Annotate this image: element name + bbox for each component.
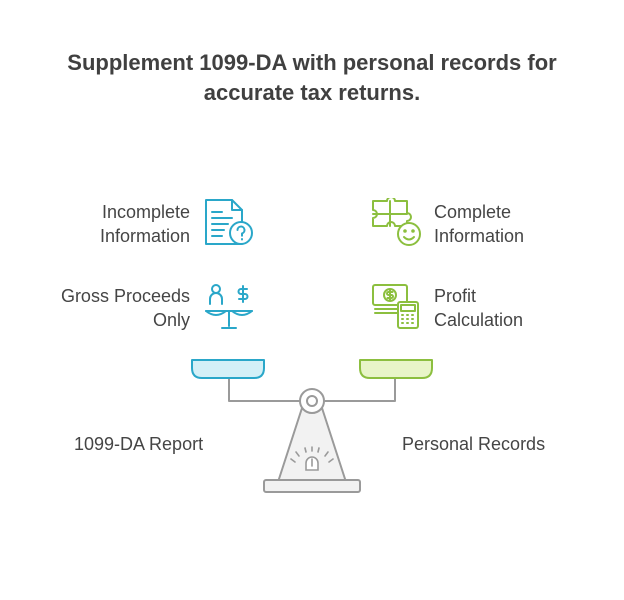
left-pan — [191, 359, 265, 379]
profit-calculation-label: Profit Calculation — [434, 286, 524, 330]
right-pan-label: Personal Records — [402, 434, 546, 454]
scale-gauge-icon — [290, 446, 334, 471]
left-pan-label: 1099-DA Report — [74, 434, 204, 454]
title-line-2: accurate tax returns. — [203, 80, 421, 105]
document-question-icon — [205, 199, 253, 245]
scale-pivot — [299, 388, 325, 414]
puzzle-smile-icon — [372, 198, 421, 246]
complete-information-label: Complete Information — [434, 202, 525, 246]
person-dollar-scale-icon — [205, 284, 253, 329]
right-pan — [359, 359, 433, 379]
gross-proceeds-label: Gross Proceeds Only — [60, 286, 190, 330]
title-line-1: Supplement 1099-DA with personal records… — [67, 50, 557, 75]
money-calculator-icon — [372, 284, 419, 329]
incomplete-information-label: Incomplete Information — [99, 202, 190, 246]
page-title: Supplement 1099-DA with personal records… — [0, 48, 624, 108]
scale-base — [263, 407, 361, 493]
